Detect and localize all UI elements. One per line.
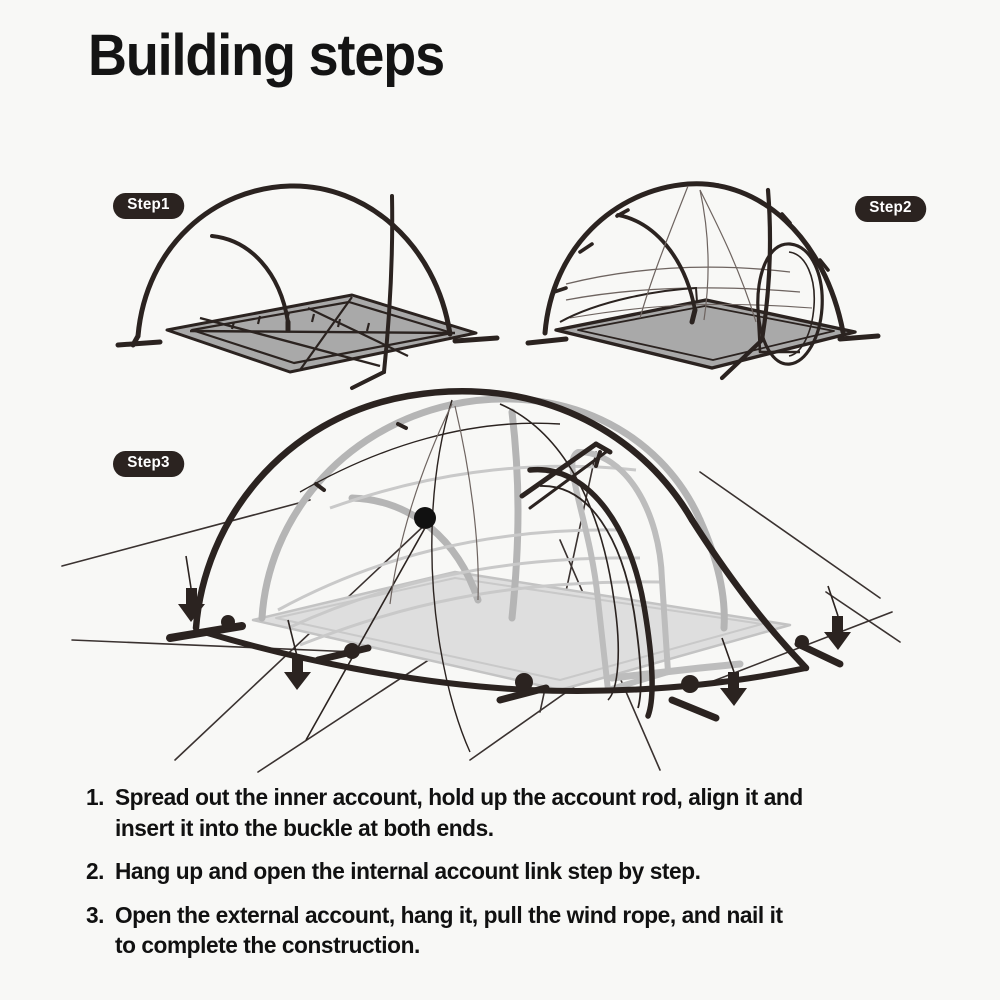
guy-line-right-upper [699, 471, 881, 599]
step2-hang-lines [639, 185, 757, 323]
stake-center [496, 684, 550, 704]
step3-fly-main-arch [192, 387, 696, 632]
step1-floor [165, 293, 478, 374]
instruction-item-1: 1. Spread out the inner account, hold up… [86, 782, 887, 843]
step1-secondary-arch-pole [210, 234, 290, 324]
step3-inner-floor [251, 570, 792, 692]
inner-mesh-2 [287, 556, 641, 630]
stake-center-right [668, 696, 720, 722]
guy-line-left-upper [61, 499, 311, 567]
step3-door-top-bar [519, 441, 599, 499]
step2-secondary-arch-tip [689, 307, 698, 325]
instruction-number-3: 3. [86, 901, 105, 928]
step2-door-hoop-inner [788, 251, 816, 357]
step2-door-lower-frame [756, 315, 800, 354]
instruction-number-1: 1. [86, 784, 105, 810]
step3-door-top-bar-2 [528, 450, 608, 510]
step2-secondary-arch-pole [616, 213, 697, 312]
inner-seam-top [329, 464, 637, 510]
step2-mesh-line-2 [565, 287, 801, 301]
step2-floor-inner-panel [577, 305, 835, 361]
step1-sleeve-b [199, 316, 381, 368]
step1-illustration [115, 183, 500, 390]
instruction-text-3: Open the external account, hang it, pull… [114, 901, 783, 959]
step3-inner-tent-body [277, 464, 661, 647]
step2-mesh-line-1 [565, 266, 791, 285]
step1-sleeve-a [189, 329, 456, 335]
stake-center-right-knob [681, 675, 699, 693]
stake-down-arrow-1 [178, 588, 205, 622]
step-badge-step1: Step1 [113, 193, 184, 219]
vent-knob-marker [305, 507, 436, 741]
step3-fly-buckles [314, 422, 408, 492]
stake-down-arrow-2 [284, 656, 311, 690]
step2-mesh-line-3 [569, 303, 813, 319]
step1-sleeve-c [299, 296, 353, 371]
stake-left-knob [221, 615, 235, 629]
inner-cross-pole [508, 408, 522, 622]
stake-mid-left [314, 644, 372, 664]
instruction-item-2: 2. Hang up and open the internal account… [86, 856, 887, 887]
stake-center-knob [515, 673, 533, 691]
step3-illustration [61, 387, 901, 773]
stake-down-arrow-4 [824, 616, 851, 650]
step2-cross-pole [759, 187, 773, 343]
step2-pole-ferrules [552, 182, 830, 294]
step-badge-step2: Step2 [855, 196, 926, 222]
step1-cross-pole [382, 194, 395, 374]
step3-inner-hang-lines [389, 403, 479, 605]
step2-left-ground-peg [525, 336, 569, 346]
inner-mesh-3 [299, 580, 661, 647]
step3-stake-arrows [178, 588, 851, 706]
guy-line-center-down [174, 519, 431, 761]
step2-cross-pole-lower [719, 337, 765, 381]
instruction-text-2: Hang up and open the internal account li… [114, 858, 701, 885]
step3-fly-rear-edge [688, 516, 810, 672]
step3-fly-far-arc-2 [431, 399, 471, 753]
stake-mid-left-knob [344, 643, 360, 659]
step2-illustration [525, 181, 881, 381]
step1-cross-pole-lower [350, 370, 386, 390]
step3-inner-floor-panel [275, 577, 763, 681]
step2-main-arch-pole [542, 181, 846, 336]
instruction-text-1: Spread out the inner account, hold up th… [114, 784, 803, 841]
instruction-item-3: 3. Open the external account, hang it, p… [86, 900, 887, 961]
step2-floor [554, 298, 857, 370]
step3-door-top-bar-hook [594, 450, 602, 468]
step3-arrow-leaders [185, 555, 839, 673]
step-badge-step3: Step3 [113, 451, 184, 477]
instruction-number-2: 2. [86, 858, 105, 885]
step1-main-arch-pole [135, 183, 453, 339]
stake-down-arrow-3 [720, 672, 747, 706]
stake-right-knob [795, 635, 809, 649]
step1-left-ground-peg [115, 339, 163, 348]
inner-mesh-1 [277, 528, 621, 612]
step2-right-ground-peg [837, 333, 881, 342]
inner-rear-arch [696, 516, 728, 632]
step3-door-top-bar-cap [593, 441, 613, 455]
step3-vestibule-door-inner [539, 485, 642, 709]
step1-right-ground-peg [452, 335, 500, 344]
guy-line-left-lower [71, 639, 357, 653]
step1-sleeve-d [307, 307, 409, 357]
step3-fly-ridge-seam [299, 422, 561, 493]
step3-fly-far-arc [499, 403, 620, 701]
page-title: Building steps [88, 23, 445, 88]
guy-line-far-right [825, 591, 901, 643]
instructions-list: 1. Spread out the inner account, hold up… [86, 782, 916, 974]
step3-stakes [166, 615, 844, 722]
step2-door-hoop [756, 242, 824, 366]
